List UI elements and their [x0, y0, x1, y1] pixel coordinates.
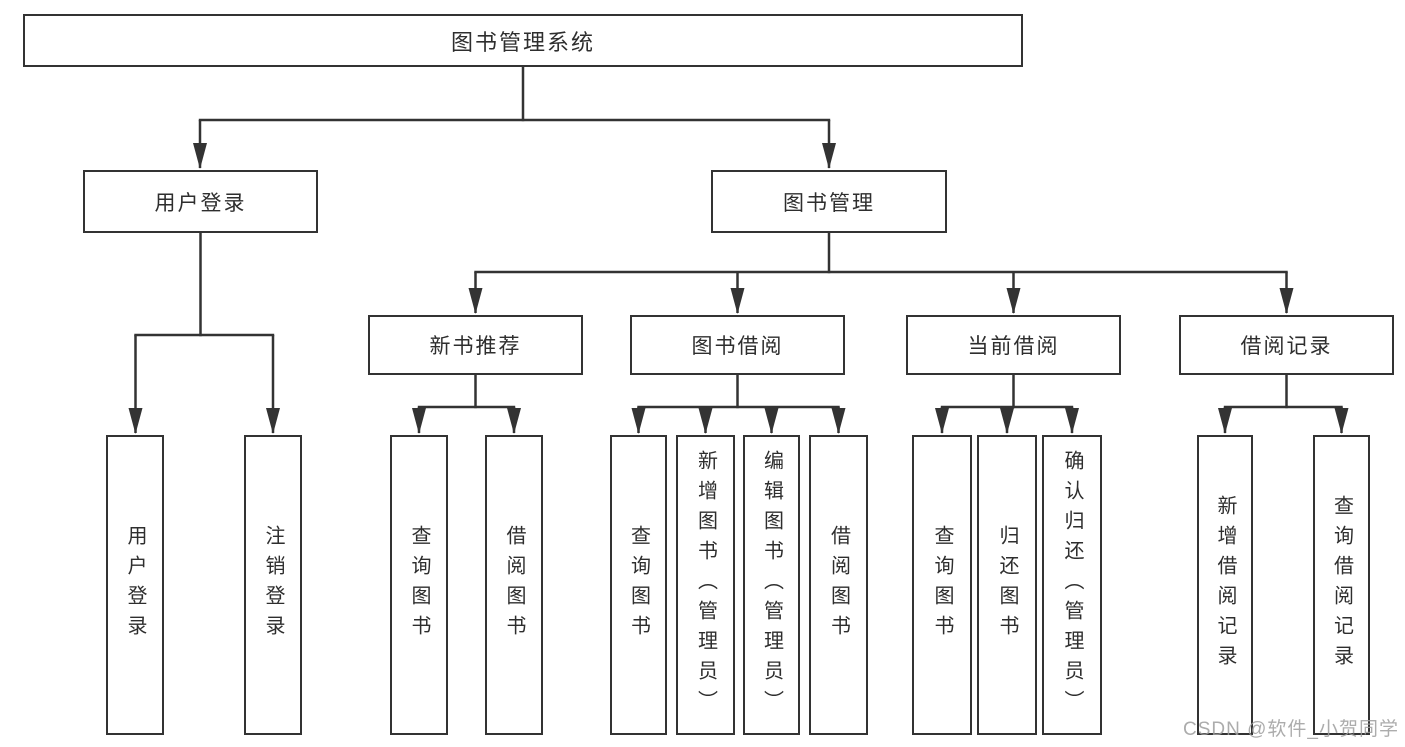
leaf-borrow-books: 借阅图书 [809, 435, 868, 735]
leaf-add-book-admin: 新增图书（管理员） [676, 435, 735, 735]
node-book-management-label: 图书管理 [783, 191, 875, 215]
leaf-query-books-recommend-label: 查询图书 [408, 525, 430, 645]
leaf-query-books-recommend: 查询图书 [390, 435, 448, 735]
leaf-borrow-books-label: 借阅图书 [827, 525, 850, 645]
leaf-borrow-books-recommend-label: 借阅图书 [503, 525, 525, 645]
connector-new-book-recommend-children [412, 375, 521, 434]
leaf-return-book: 归还图书 [977, 435, 1037, 735]
node-borrowing-records: 借阅记录 [1179, 315, 1394, 375]
leaf-confirm-return-admin: 确认归还（管理员） [1042, 435, 1102, 735]
node-book-borrowing-label: 图书借阅 [691, 335, 784, 358]
leaf-add-borrow-record-label: 新增借阅记录 [1214, 495, 1236, 675]
connector-user-login-children [128, 233, 280, 434]
node-current-borrowing: 当前借阅 [906, 315, 1121, 375]
leaf-query-books-current: 查询图书 [912, 435, 972, 735]
node-new-book-recommend: 新书推荐 [368, 315, 583, 375]
leaf-edit-book-admin: 编辑图书（管理员） [743, 435, 800, 735]
node-borrowing-records-label: 借阅记录 [1240, 335, 1333, 358]
node-book-borrowing: 图书借阅 [630, 315, 845, 375]
leaf-borrow-books-recommend: 借阅图书 [485, 435, 543, 735]
leaf-query-books-current-label: 查询图书 [931, 525, 953, 645]
leaf-user-login: 用户登录 [106, 435, 164, 735]
leaf-query-borrow-record-label: 查询借阅记录 [1330, 495, 1353, 675]
leaf-add-book-admin-label: 新增图书（管理员） [694, 450, 717, 720]
node-book-management: 图书管理 [711, 170, 947, 233]
leaf-return-book-label: 归还图书 [996, 525, 1018, 645]
node-root-label: 图书管理系统 [450, 29, 595, 55]
node-current-borrowing-label: 当前借阅 [967, 335, 1060, 358]
leaf-query-books-borrowing: 查询图书 [610, 435, 667, 735]
node-user-login-label: 用户登录 [154, 191, 247, 215]
node-root: 图书管理系统 [23, 14, 1023, 67]
leaf-confirm-return-admin-label: 确认归还（管理员） [1061, 450, 1083, 720]
leaf-query-books-borrowing-label: 查询图书 [627, 525, 650, 645]
connector-current-borrowing-children [935, 375, 1079, 434]
leaf-logout: 注销登录 [244, 435, 302, 735]
connector-borrowing-records-children [1218, 375, 1349, 434]
leaf-add-borrow-record: 新增借阅记录 [1197, 435, 1253, 735]
connector-root-to-level2 [193, 67, 836, 169]
leaf-user-login-label: 用户登录 [124, 525, 146, 645]
connector-book-management-sections [468, 233, 1294, 314]
leaf-query-borrow-record: 查询借阅记录 [1313, 435, 1370, 735]
connector-book-borrowing-children [631, 375, 846, 434]
node-new-book-recommend-label: 新书推荐 [429, 335, 522, 358]
leaf-logout-label: 注销登录 [262, 525, 284, 645]
leaf-edit-book-admin-label: 编辑图书（管理员） [760, 450, 783, 720]
watermark: CSDN @软件_小贺同学 [1183, 719, 1399, 740]
node-user-login: 用户登录 [83, 170, 318, 233]
